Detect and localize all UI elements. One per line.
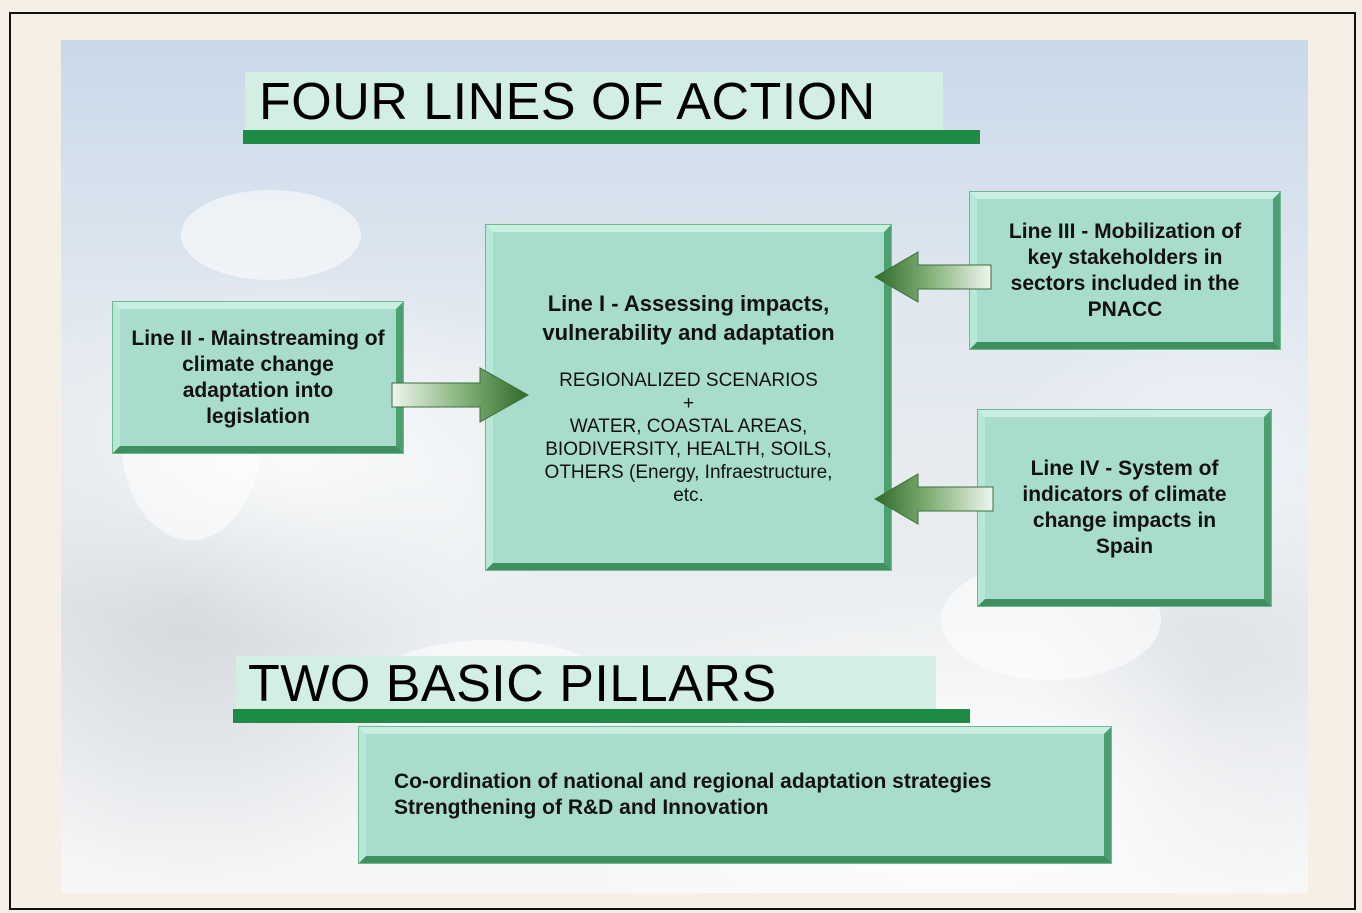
- arrow-line3-to-line1: [874, 251, 992, 303]
- arrow-line4-to-line1: [874, 473, 994, 525]
- line-1-box: Line I - Assessing impacts, vulnerabilit…: [486, 225, 891, 570]
- pillar-item: Strengthening of R&D and Innovation: [394, 796, 769, 819]
- heading-four-lines-underline: [243, 130, 980, 144]
- line-4-box: Line IV - System of indicators of climat…: [978, 410, 1271, 606]
- line-1-body-line: REGIONALIZED SCENARIOS: [559, 369, 818, 391]
- line-1-body: REGIONALIZED SCENARIOS + WATER, COASTAL …: [545, 369, 833, 507]
- line-1-body-line: etc.: [673, 484, 704, 506]
- line-1-body-line: BIODIVERSITY, HEALTH, SOILS,: [545, 438, 832, 460]
- line-1-body-line: OTHERS (Energy, Infraestructure,: [544, 461, 833, 483]
- pillars-box: Co-ordination of national and regional a…: [359, 727, 1111, 863]
- pillar-item: Co-ordination of national and regional a…: [394, 770, 992, 793]
- line-1-body-line: WATER, COASTAL AREAS,: [569, 415, 808, 437]
- arrow-line2-to-line1: [391, 367, 530, 423]
- heading-two-pillars: TWO BASIC PILLARS: [236, 656, 936, 710]
- heading-four-lines: FOUR LINES OF ACTION: [245, 72, 943, 130]
- line-1-title: Line I - Assessing impacts, vulnerabilit…: [542, 290, 835, 345]
- line-2-box: Line II - Mainstreaming of climate chang…: [113, 302, 403, 453]
- line-3-title: Line III - Mobilization of key stakehold…: [1008, 219, 1242, 321]
- line-2-title: Line II - Mainstreaming of climate chang…: [131, 326, 385, 428]
- line-3-box: Line III - Mobilization of key stakehold…: [970, 192, 1280, 349]
- line-1-body-line: +: [682, 392, 695, 414]
- heading-two-pillars-underline: [233, 709, 970, 723]
- line-4-title: Line IV - System of indicators of climat…: [1022, 457, 1227, 558]
